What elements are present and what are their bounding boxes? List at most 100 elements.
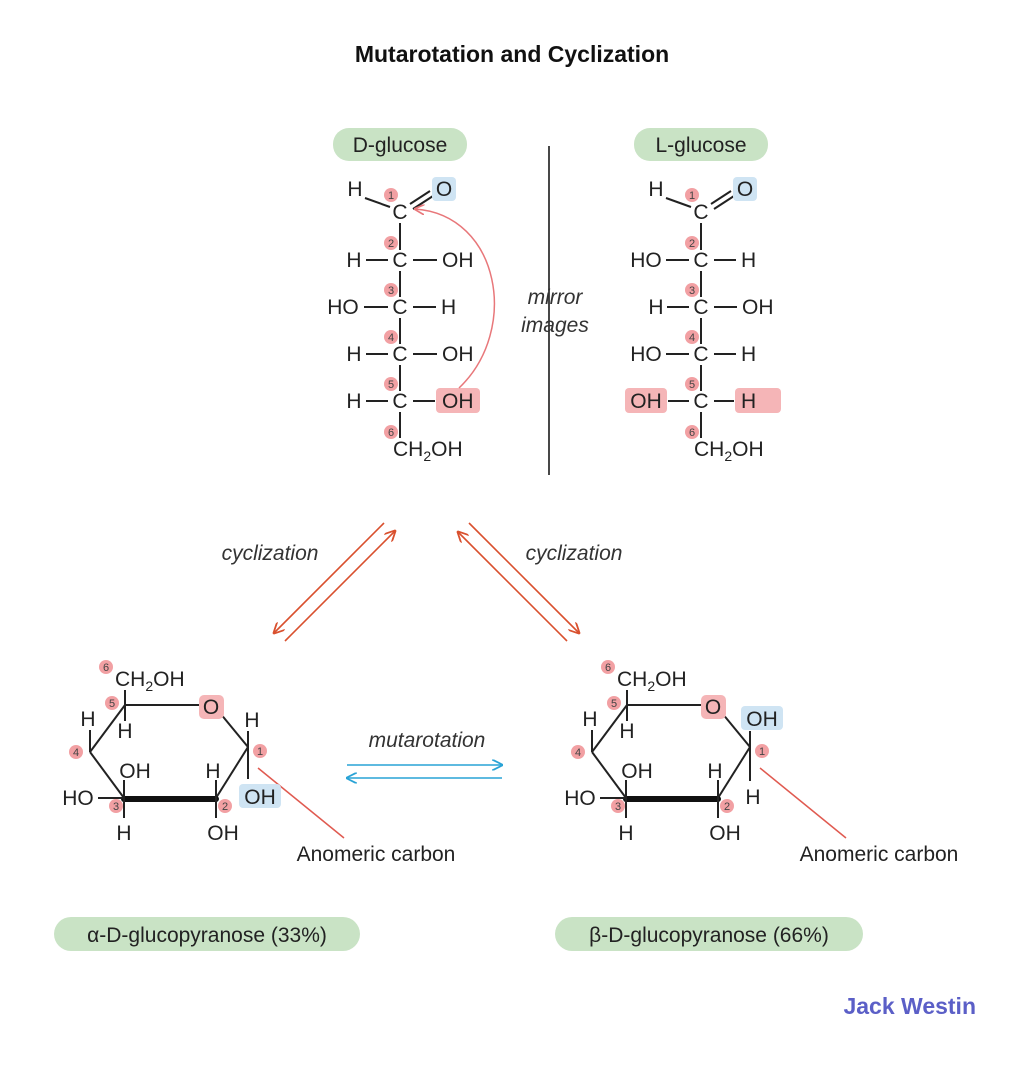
- cyclization-arrows: cyclization cyclization: [222, 522, 622, 642]
- l-c1-carbon: C: [693, 201, 708, 224]
- d-c1-carbon: C: [392, 201, 407, 224]
- l-c4-number-circle: [685, 330, 699, 344]
- d-c2-number: 2: [388, 238, 394, 250]
- d-c4-carbon: C: [392, 343, 407, 366]
- cyclization-arrow-left-down: [274, 522, 385, 633]
- beta-c5-h-top: H: [582, 708, 597, 731]
- beta-ring-oxygen: O: [705, 696, 721, 719]
- d-c1-h-bond: [364, 197, 391, 208]
- beta-c3-ho: HO: [564, 787, 596, 810]
- l-c5-number: 5: [689, 379, 695, 391]
- d-c4-right: OH: [442, 343, 474, 366]
- d-c5-oh-highlight: [436, 388, 480, 413]
- d-c1-number: 1: [388, 190, 394, 202]
- l-c1-h: H: [648, 178, 663, 201]
- alpha-c1-oh-highlight: [239, 784, 281, 808]
- alpha-c3-number: 3: [113, 801, 119, 813]
- beta-ring-bond-o-c1: [721, 712, 751, 748]
- l-c2-carbon: C: [693, 249, 708, 272]
- beta-c5-number-circle: [607, 696, 621, 710]
- l-c3-right: OH: [742, 296, 774, 319]
- d-c1-double-bond-b: [412, 195, 434, 210]
- alpha-c5-number: 5: [109, 698, 115, 710]
- alpha-glucopyranose-structure: 6 5 4 3 2 1 CH2OH O H H OH HO H H OH H O…: [54, 660, 455, 951]
- alpha-c2-h: H: [205, 760, 220, 783]
- l-c4-number: 4: [689, 332, 695, 344]
- d-c5-number-circle: [384, 377, 398, 391]
- d-c1-double-bond-a: [409, 190, 431, 205]
- mutarotation-arrows: mutarotation: [347, 729, 502, 778]
- alpha-c3-ho: HO: [62, 787, 94, 810]
- beta-anomeric-label: Anomeric carbon: [800, 843, 959, 866]
- beta-c1-bottom: H: [745, 786, 760, 809]
- d-glucose-pill: [333, 128, 467, 161]
- l-glucose-pill: [634, 128, 768, 161]
- alpha-ring-bond-c4-c5: [89, 704, 126, 753]
- alpha-c1-bottom: OH: [244, 786, 276, 809]
- d-glucose-structure: D-glucose 1 H C O 2 H C OH 3 HO C H 4 H: [327, 128, 496, 464]
- alpha-c4-number: 4: [73, 747, 79, 759]
- l-c1-double-bond-a: [710, 190, 732, 205]
- beta-anomeric-pointer: [759, 767, 847, 839]
- alpha-c3-h: H: [116, 822, 131, 845]
- alpha-ring-oxygen: O: [203, 696, 219, 719]
- l-c5-carbon: C: [693, 390, 708, 413]
- d-c6-number: 6: [388, 427, 394, 439]
- l-c3-left: H: [648, 296, 663, 319]
- d-c2-left: H: [346, 249, 361, 272]
- mirror-label-line2: images: [521, 314, 589, 337]
- beta-c1-oh-highlight: [741, 706, 783, 730]
- alpha-ring-bond-c1-c2: [215, 746, 249, 799]
- beta-c3-number: 3: [615, 801, 621, 813]
- beta-glucopyranose-structure: 6 5 4 3 2 1 CH2OH O H H OH HO H H OH OH …: [555, 660, 958, 951]
- l-c4-left: HO: [630, 343, 662, 366]
- beta-c3-number-circle: [611, 799, 625, 813]
- beta-c3-oh: OH: [621, 760, 653, 783]
- l-c2-number-circle: [685, 236, 699, 250]
- d-c5-left: H: [346, 390, 361, 413]
- l-c1-h-bond: [665, 197, 692, 208]
- alpha-pill: [54, 917, 360, 951]
- beta-c1-top: OH: [746, 708, 778, 731]
- d-c2-carbon: C: [392, 249, 407, 272]
- beta-ring-bond-c3-c4: [591, 751, 627, 799]
- beta-c2-oh: OH: [709, 822, 741, 845]
- beta-c5-number: 5: [611, 698, 617, 710]
- d-c2-number-circle: [384, 236, 398, 250]
- beta-ring-bond-c1-c2: [717, 746, 751, 799]
- alpha-c6-number-circle: [99, 660, 113, 674]
- d-ring-closure-arrow: [415, 209, 496, 389]
- beta-c6-number-circle: [601, 660, 615, 674]
- l-c1-oxygen-highlight: [733, 177, 757, 201]
- cyclization-arrow-right-down: [468, 522, 579, 633]
- l-c1-number-circle: [685, 188, 699, 202]
- d-c5-number: 5: [388, 379, 394, 391]
- l-c2-right: H: [741, 249, 756, 272]
- l-c2-number: 2: [689, 238, 695, 250]
- alpha-anomeric-pointer: [257, 767, 345, 839]
- alpha-ch2oh: CH2OH: [115, 668, 185, 694]
- alpha-c2-number: 2: [222, 801, 228, 813]
- beta-c6-number: 6: [605, 662, 611, 674]
- alpha-c5-h-bottom: H: [117, 720, 132, 743]
- alpha-c5-h-top: H: [80, 708, 95, 731]
- d-c3-number: 3: [388, 285, 394, 297]
- d-c4-left: H: [346, 343, 361, 366]
- beta-c4-number-circle: [571, 745, 585, 759]
- beta-label: β-D-glucopyranose (66%): [589, 924, 829, 947]
- d-c6-ch2oh: CH2OH: [393, 438, 463, 464]
- alpha-label: α-D-glucopyranose (33%): [87, 924, 327, 947]
- d-c1-number-circle: [384, 188, 398, 202]
- beta-ring-oxygen-highlight: [701, 695, 726, 719]
- d-glucose-label: D-glucose: [353, 134, 448, 157]
- d-c1-oxygen-highlight: [432, 177, 456, 201]
- d-c3-number-circle: [384, 283, 398, 297]
- l-c2-left: HO: [630, 249, 662, 272]
- alpha-c3-oh: OH: [119, 760, 151, 783]
- brand-logo: Jack Westin: [843, 993, 976, 1019]
- alpha-ring-bond-o-c1: [219, 712, 249, 748]
- page-title: Mutarotation and Cyclization: [355, 41, 669, 67]
- cyclization-label-left: cyclization: [222, 542, 319, 565]
- beta-c2-number-circle: [720, 799, 734, 813]
